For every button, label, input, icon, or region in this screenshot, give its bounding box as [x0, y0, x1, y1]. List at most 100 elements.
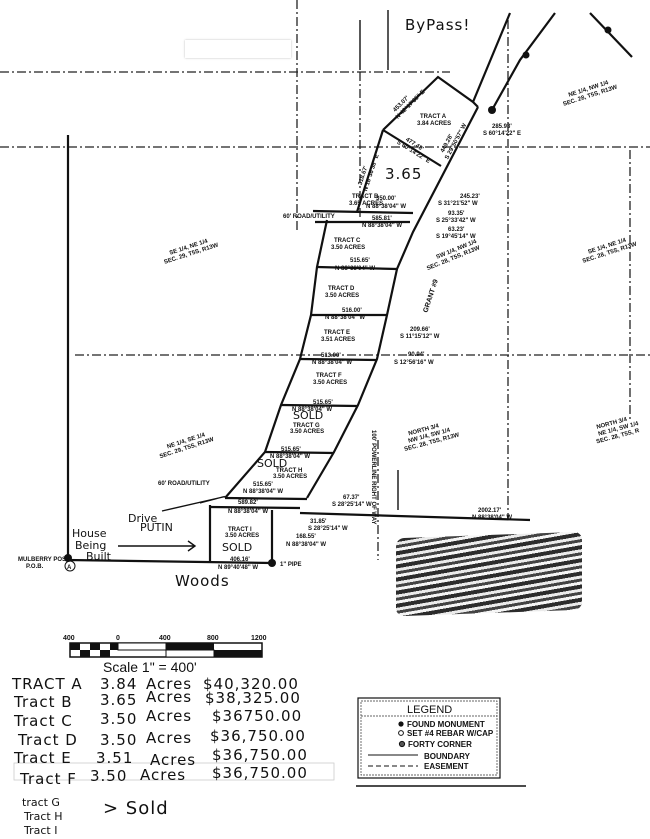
- price-tract: Tract D: [17, 731, 78, 749]
- price-tract: Tract E: [13, 749, 72, 767]
- tract-f-acres: 3.50 ACRES: [313, 380, 347, 386]
- drive-arrow: [161, 495, 225, 512]
- tract-boundaries: [64, 12, 633, 572]
- dimension-label: 67.37': [343, 495, 360, 501]
- legend-title: LEGEND: [407, 704, 452, 716]
- dimension-label: S 19°45'14" W: [436, 234, 476, 240]
- dimension-label: 285.93': [492, 124, 512, 130]
- dimension-label: S 28°25'14" W: [308, 526, 348, 532]
- road-utility-label: 60' ROAD/UTILITY: [158, 481, 210, 487]
- tract-h-label: TRACT H: [276, 468, 302, 474]
- house-note-2: Being: [75, 539, 106, 552]
- dimension-label: N 88°38'04" W: [286, 542, 326, 548]
- price-amount: $36,750.00: [212, 764, 308, 782]
- sold-tract: tract G: [22, 796, 60, 809]
- dimension-label: S 60°14'22" E: [483, 131, 521, 137]
- sold-note: > Sold: [103, 798, 169, 819]
- dimension-label: 90.94': [408, 352, 425, 358]
- legend-item: FOUND MONUMENT: [407, 720, 485, 729]
- price-amount: $38,325.00: [205, 689, 301, 707]
- pipe-monument-icon: [268, 559, 276, 567]
- whiteout-strip: [13, 762, 335, 781]
- price-list: TRACT A 3.84 Acres $40,320.00 Tract B 3.…: [11, 675, 335, 837]
- section-labels: NE 1/4, NW 1/4 SEC. 28, T5S, R13W SE 1/4…: [159, 80, 641, 460]
- dimension-label: 513.00': [321, 353, 341, 359]
- legend-item: FORTY CORNER: [408, 740, 472, 749]
- rebar-icon: [398, 730, 404, 736]
- scale-tick-label: 800: [207, 635, 219, 642]
- sold-tract: Tract H: [23, 810, 63, 823]
- dimension-label: 515.65': [313, 400, 333, 406]
- price-row: Tract D 3.50 Acres $36,750.00: [17, 727, 305, 749]
- tract-e-acres: 3.51 ACRES: [321, 337, 355, 343]
- sold-g-note: SOLD: [293, 409, 323, 422]
- tract-i-label: TRACT I: [228, 527, 252, 533]
- dimension-label: N 88°38'04" W: [362, 223, 402, 229]
- price-row: TRACT A 3.84 Acres $40,320.00: [11, 675, 298, 693]
- dimension-label: N 88°38'04" W: [228, 509, 268, 515]
- pob-monument-icon: [64, 554, 72, 562]
- price-row: Tract C 3.50 Acres $36750.00: [13, 707, 301, 730]
- road-utility-label: 60' ROAD/UTILITY: [283, 214, 335, 220]
- sold-tract: Tract I: [23, 824, 57, 837]
- dimension-label: 515.65': [281, 447, 301, 453]
- tract-i-acres: 3.50 ACRES: [225, 533, 259, 539]
- dimension-label: N 89°40'48" W: [218, 565, 258, 571]
- dimension-label: S 11°15'12" W: [400, 334, 440, 340]
- price-amount: $36,750.00: [212, 746, 308, 764]
- dimension-label: 168.55': [296, 534, 316, 540]
- price-tract: Tract B: [13, 693, 73, 711]
- house-arrow: [118, 540, 197, 552]
- dimension-label: 245.23': [460, 194, 480, 200]
- price-unit: Acres: [146, 675, 192, 693]
- dimension-label: 318.67': [358, 165, 370, 186]
- dimension-label: 585.81': [372, 216, 392, 222]
- dimension-label: N 88°38'04" W: [312, 360, 352, 366]
- price-unit: Acres: [146, 729, 192, 747]
- forty-corner-icon: [398, 740, 406, 748]
- dimension-label: 93.35': [448, 211, 465, 217]
- price-acres: 3.50: [100, 710, 137, 728]
- legend-item: EASEMENT: [424, 762, 469, 771]
- pob-marker-label: A: [67, 565, 72, 571]
- tract-e-label: TRACT E: [324, 330, 350, 336]
- dimension-label: N 88°38'04" W: [335, 266, 375, 272]
- marker-circle-icon: [64, 560, 76, 572]
- dimension-label: S 25°33'42" W: [436, 218, 476, 224]
- whiteout-patch: [185, 40, 291, 58]
- bypass-note: ByPass!: [405, 16, 470, 34]
- price-acres: 3.50: [100, 731, 137, 749]
- price-acres: 3.65: [100, 691, 137, 709]
- powerline-label: 100' POWERLINE RIGHT OF WAY: [370, 430, 376, 525]
- dimension-label: 209.66': [410, 327, 430, 333]
- dimension-label: 516.00': [342, 308, 362, 314]
- grant-label: GRANT #9: [423, 278, 440, 313]
- scale-bar: 400 0 400 800 1200: [63, 635, 267, 658]
- price-acres: 3.51: [96, 749, 133, 767]
- dimension-label: 406.16': [230, 557, 250, 563]
- dimension-label: 2002.17': [478, 508, 502, 514]
- dimension-label: 589.82': [238, 500, 258, 506]
- woods-note: Woods: [175, 572, 230, 590]
- found-monument-icon: [398, 721, 404, 727]
- dimension-label: N 88°38'04" W: [270, 454, 310, 460]
- house-note-3: Built: [86, 550, 112, 563]
- tract-labels: TRACT A 3.84 ACRES TRACT B 3.65 ACRES TR…: [225, 114, 451, 539]
- tract-c-label: TRACT C: [334, 238, 361, 244]
- price-tract: TRACT A: [11, 675, 83, 693]
- dimension-label: S 28°25'14" W: [332, 502, 372, 508]
- tract-b-label: TRACT B: [352, 194, 379, 200]
- dimension-label: 515.65': [350, 258, 370, 264]
- scale-tick-label: 0: [116, 635, 120, 642]
- section-lines: [0, 0, 650, 560]
- tract-f-label: TRACT F: [316, 373, 342, 379]
- dimension-label: 350.00': [376, 196, 396, 202]
- legend-item: BOUNDARY: [424, 752, 471, 761]
- scale-caption: Scale 1" = 400': [103, 659, 197, 675]
- tract-d-label: TRACT D: [328, 286, 355, 292]
- price-tract: Tract F: [19, 770, 77, 788]
- dimension-label: N 88°38'04" W: [292, 407, 332, 413]
- price-acres: 3.50: [90, 767, 127, 785]
- price-row: Tract F 3.50 Acres $36,750.00: [19, 764, 308, 788]
- price-unit: Acres: [146, 688, 192, 706]
